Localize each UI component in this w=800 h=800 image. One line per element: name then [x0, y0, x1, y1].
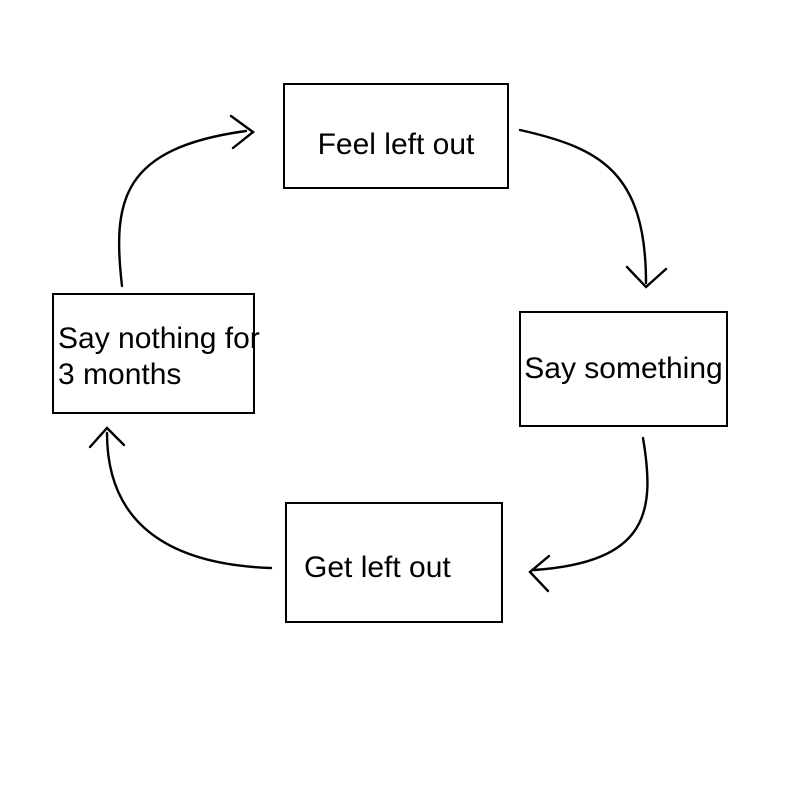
arrowhead-left-icon — [528, 554, 551, 593]
arrow-curve — [518, 128, 648, 285]
arrow-curve — [105, 431, 273, 570]
arrow-say-something-to-get-left-out — [528, 436, 649, 593]
arrow-feel-left-out-to-say-something — [518, 128, 668, 289]
arrow-get-left-out-to-say-nothing — [88, 426, 273, 570]
node-label: Feel left out — [317, 128, 475, 161]
arrow-say-nothing-to-feel-left-out — [117, 114, 255, 288]
arrow-curve — [532, 436, 649, 572]
node-say-nothing-for-3-months: Say nothing for 3 months — [52, 293, 260, 414]
node-label-line-1: Say nothing for — [58, 321, 260, 355]
arrowhead-up-icon — [88, 426, 126, 449]
arrow-curve — [117, 129, 248, 288]
node-feel-left-out: Feel left out — [283, 83, 509, 189]
node-label: Say something — [524, 352, 723, 385]
node-get-left-out: Get left out — [285, 502, 503, 623]
arrowhead-down-icon — [625, 265, 668, 289]
node-say-something: Say something — [519, 311, 728, 427]
node-label: Get left out — [304, 550, 451, 584]
arrowhead-right-icon — [229, 114, 255, 150]
node-label-line-2: 3 months — [58, 357, 182, 391]
